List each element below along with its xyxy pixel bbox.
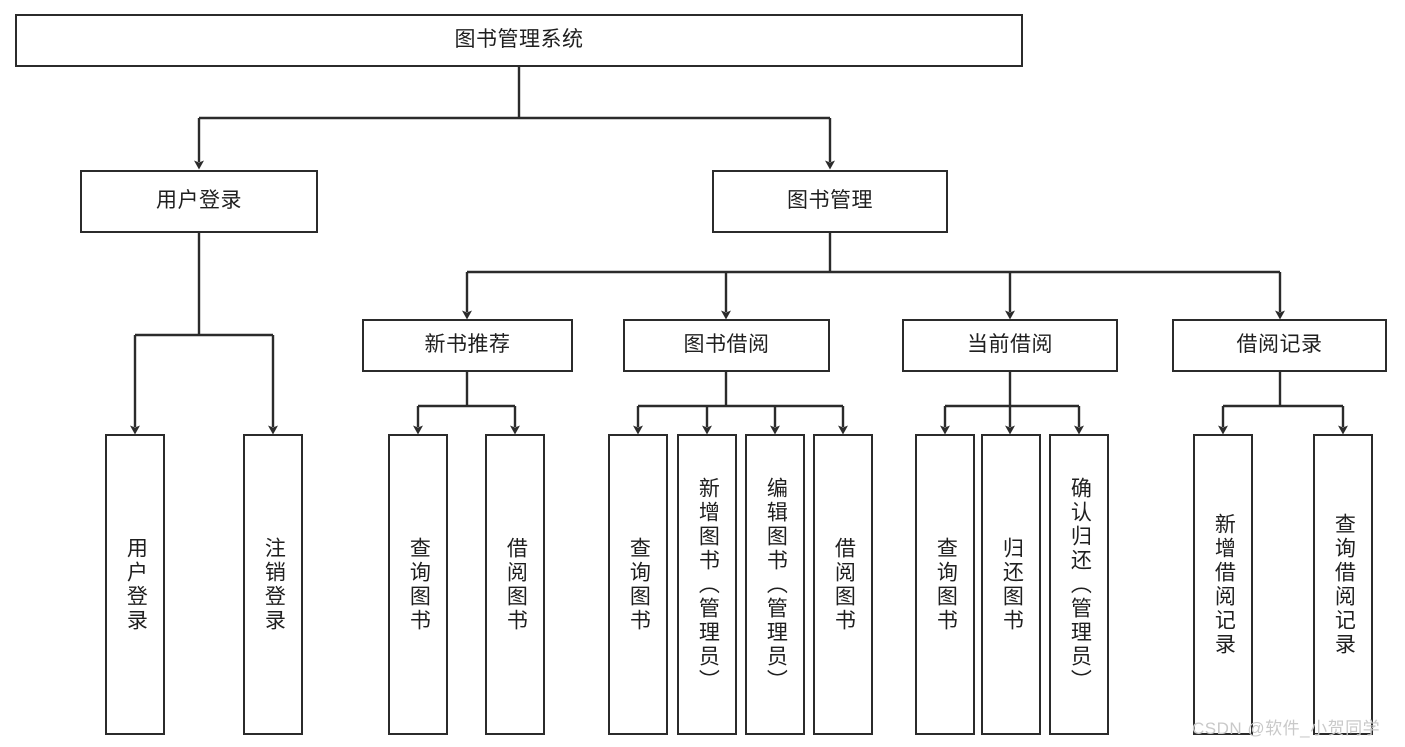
- node-label: 确认归还（管理员）: [1068, 476, 1092, 693]
- leaf-edit-book[interactable]: 编辑图书（管理员）: [745, 434, 805, 735]
- leaf-add-book[interactable]: 新增图书（管理员）: [677, 434, 737, 735]
- node-root-system[interactable]: 图书管理系统: [15, 14, 1023, 67]
- node-label: 查询图书: [627, 536, 651, 633]
- node-current-borrow[interactable]: 当前借阅: [902, 319, 1118, 372]
- node-book-borrow[interactable]: 图书借阅: [623, 319, 830, 372]
- node-label: 图书借阅: [683, 333, 770, 357]
- leaf-user-login[interactable]: 用户登录: [105, 434, 165, 735]
- node-user-login[interactable]: 用户登录: [80, 170, 318, 233]
- node-label: 归还图书: [1000, 536, 1024, 633]
- node-label: 查询图书: [407, 536, 431, 633]
- node-label: 图书管理: [787, 189, 873, 213]
- node-borrow-record[interactable]: 借阅记录: [1172, 319, 1387, 372]
- leaf-query-borrow-record[interactable]: 查询借阅记录: [1313, 434, 1373, 735]
- node-label: 编辑图书（管理员）: [764, 476, 788, 693]
- node-label: 新增图书（管理员）: [696, 476, 720, 693]
- node-new-book-recommend[interactable]: 新书推荐: [362, 319, 573, 372]
- node-label: 用户登录: [124, 536, 148, 633]
- leaf-borrow-book[interactable]: 借阅图书: [813, 434, 873, 735]
- node-book-management[interactable]: 图书管理: [712, 170, 948, 233]
- leaf-logout-login[interactable]: 注销登录: [243, 434, 303, 735]
- node-label: 查询图书: [934, 536, 958, 633]
- leaf-confirm-return[interactable]: 确认归还（管理员）: [1049, 434, 1109, 735]
- leaf-add-borrow-record[interactable]: 新增借阅记录: [1193, 434, 1253, 735]
- connector-lines: [130, 67, 1348, 435]
- leaf-return-book[interactable]: 归还图书: [981, 434, 1041, 735]
- leaf-query-book-current[interactable]: 查询图书: [915, 434, 975, 735]
- node-label: 借阅图书: [504, 536, 528, 633]
- node-label: 新增借阅记录: [1212, 512, 1236, 657]
- leaf-query-book-recommend[interactable]: 查询图书: [388, 434, 448, 735]
- node-label: 用户登录: [156, 189, 242, 213]
- node-label: 新书推荐: [424, 333, 511, 357]
- node-label: 借阅图书: [832, 536, 856, 633]
- node-label: 注销登录: [262, 536, 286, 633]
- node-label: 当前借阅: [967, 333, 1053, 357]
- leaf-borrow-book-recommend[interactable]: 借阅图书: [485, 434, 545, 735]
- node-label: 借阅记录: [1236, 333, 1323, 357]
- node-label: 图书管理系统: [454, 28, 584, 52]
- leaf-query-book-borrow[interactable]: 查询图书: [608, 434, 668, 735]
- node-label: 查询借阅记录: [1332, 512, 1356, 657]
